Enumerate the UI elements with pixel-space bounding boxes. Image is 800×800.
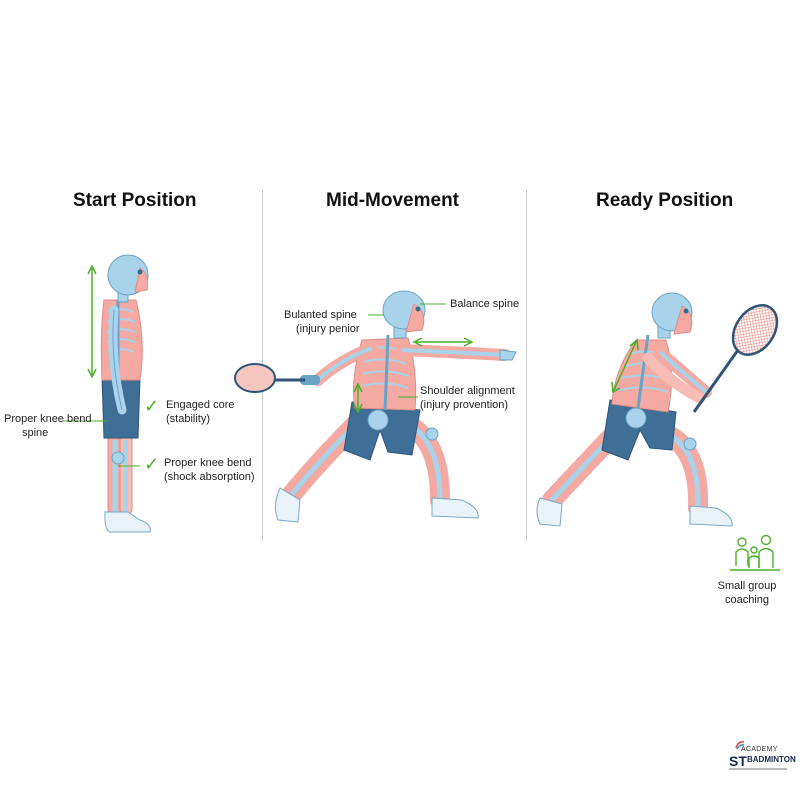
check-icon: ✓ <box>144 454 160 474</box>
label-knee-bend: Proper knee bend <box>164 457 252 469</box>
label-start-spine: spine <box>22 427 49 439</box>
figure-start <box>62 254 151 533</box>
logo-academy-text: ACADEMY <box>741 746 778 753</box>
small-group-coaching-label: Small group coaching <box>712 579 782 607</box>
double-arrow-icon <box>611 338 639 394</box>
label-engaged-core-sub: (stability) <box>166 413 211 425</box>
logo-mark-icon <box>735 741 745 750</box>
label-knee-bend-sub: (shock absorption) <box>164 471 255 483</box>
divider-right <box>526 190 527 540</box>
people-group-icon <box>730 534 780 571</box>
label-balance-spine: Balance spine <box>450 298 520 310</box>
label-engaged-core: Engaged core <box>166 399 235 411</box>
label-start-knee-bend: Proper knee bend <box>4 413 92 425</box>
label-shoulder-alignment-sub: (injury provention) <box>420 399 509 411</box>
figure-mid <box>234 290 517 523</box>
label-mid-spine: Bulanted spine <box>284 309 357 321</box>
panel-title-start: Start Position <box>73 190 197 211</box>
double-arrow-icon <box>87 264 97 379</box>
panel-title-mid: Mid-Movement <box>326 190 459 211</box>
figure-ready <box>536 292 779 527</box>
academy-logo: ACADEMY ST BADMINTON <box>727 740 796 770</box>
group-label-line2: coaching <box>724 594 770 606</box>
group-label-line1: Small group <box>717 580 777 592</box>
label-mid-spine-sub: (injury penior <box>296 323 360 335</box>
double-arrow-icon <box>353 337 474 414</box>
logo-st-text: ST <box>729 753 747 769</box>
logo-tagline <box>729 768 787 770</box>
check-icon: ✓ <box>144 396 160 416</box>
label-shoulder-alignment: Shoulder alignment <box>420 385 515 397</box>
panel-title-ready: Ready Position <box>596 190 734 211</box>
logo-badminton-text: BADMINTON <box>747 755 796 764</box>
